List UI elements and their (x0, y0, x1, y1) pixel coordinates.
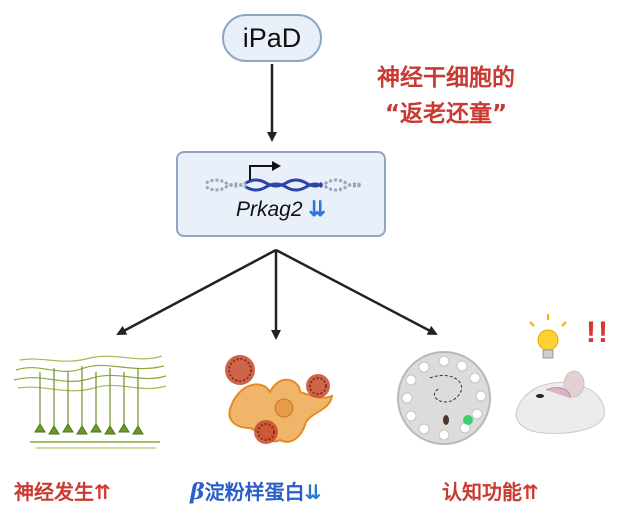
outcome-neurogenesis-label: 神经发生 (14, 480, 94, 504)
gene-box (176, 151, 386, 237)
arrow-gene-to-neurogenesis (116, 248, 277, 336)
headline-line2: “返老还童” (384, 101, 508, 127)
outcome-amyloid-label: 淀粉样蛋白 (204, 480, 305, 504)
outcome-cognition-arrow: ⇈ (522, 480, 539, 504)
outcome-neurogenesis: 神经发生⇈ (14, 476, 111, 505)
headline-line1: 神经干细胞的 (377, 65, 515, 91)
exclamation-marks: !! (586, 316, 610, 349)
outcome-amyloid-beta: β (190, 479, 205, 505)
gene-label: Prkag2 ⇊ (176, 197, 386, 222)
outcome-cognition: 认知功能⇈ (442, 476, 539, 505)
gene-down-arrow: ⇊ (308, 198, 326, 221)
ipad-label: iPaD (242, 22, 302, 53)
ipad-node: iPaD (222, 14, 322, 62)
outcome-neurogenesis-arrow: ⇈ (94, 480, 111, 504)
arrow-gene-to-cognition (275, 248, 438, 336)
gene-name: Prkag2 (236, 198, 303, 221)
headline: 神经干细胞的 “返老还童” (336, 60, 556, 132)
outcome-amyloid: β淀粉样蛋白⇊ (190, 476, 321, 505)
outcome-amyloid-arrow: ⇊ (304, 480, 322, 504)
outcome-cognition-label: 认知功能 (442, 480, 522, 504)
